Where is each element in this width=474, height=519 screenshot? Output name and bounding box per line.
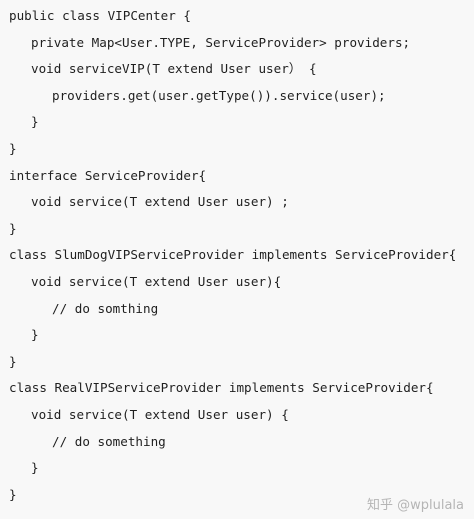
code-line: } xyxy=(9,220,17,236)
code-line: void service(T extend User user) ; xyxy=(31,194,289,210)
code-line: } xyxy=(9,486,17,502)
code-line: } xyxy=(9,141,17,156)
code-line: void service(T extend User user) { xyxy=(31,407,289,422)
code-line: class SlumDogVIPServiceProvider implemen… xyxy=(9,247,457,263)
code-line: // do something xyxy=(52,433,166,449)
code-line: void service(T extend User user){ xyxy=(31,274,282,289)
watermark: 知乎 @wplulala xyxy=(366,498,464,513)
code-line: interface ServiceProvider{ xyxy=(9,167,207,183)
code-line: void serviceVIP(T extend User user） { xyxy=(31,61,317,77)
code-line: } xyxy=(31,114,39,130)
code-line: providers.get(user.getType()).service(us… xyxy=(52,87,386,103)
code-line: // do somthing xyxy=(52,300,159,316)
code-line: } xyxy=(31,327,39,343)
code-line: public class VIPCenter { xyxy=(9,8,191,23)
code-line: } xyxy=(9,353,17,369)
code-line: } xyxy=(31,460,39,476)
code-line: private Map<User.TYPE, ServiceProvider> … xyxy=(31,34,411,50)
code-line: class RealVIPServiceProvider implements … xyxy=(9,380,434,396)
